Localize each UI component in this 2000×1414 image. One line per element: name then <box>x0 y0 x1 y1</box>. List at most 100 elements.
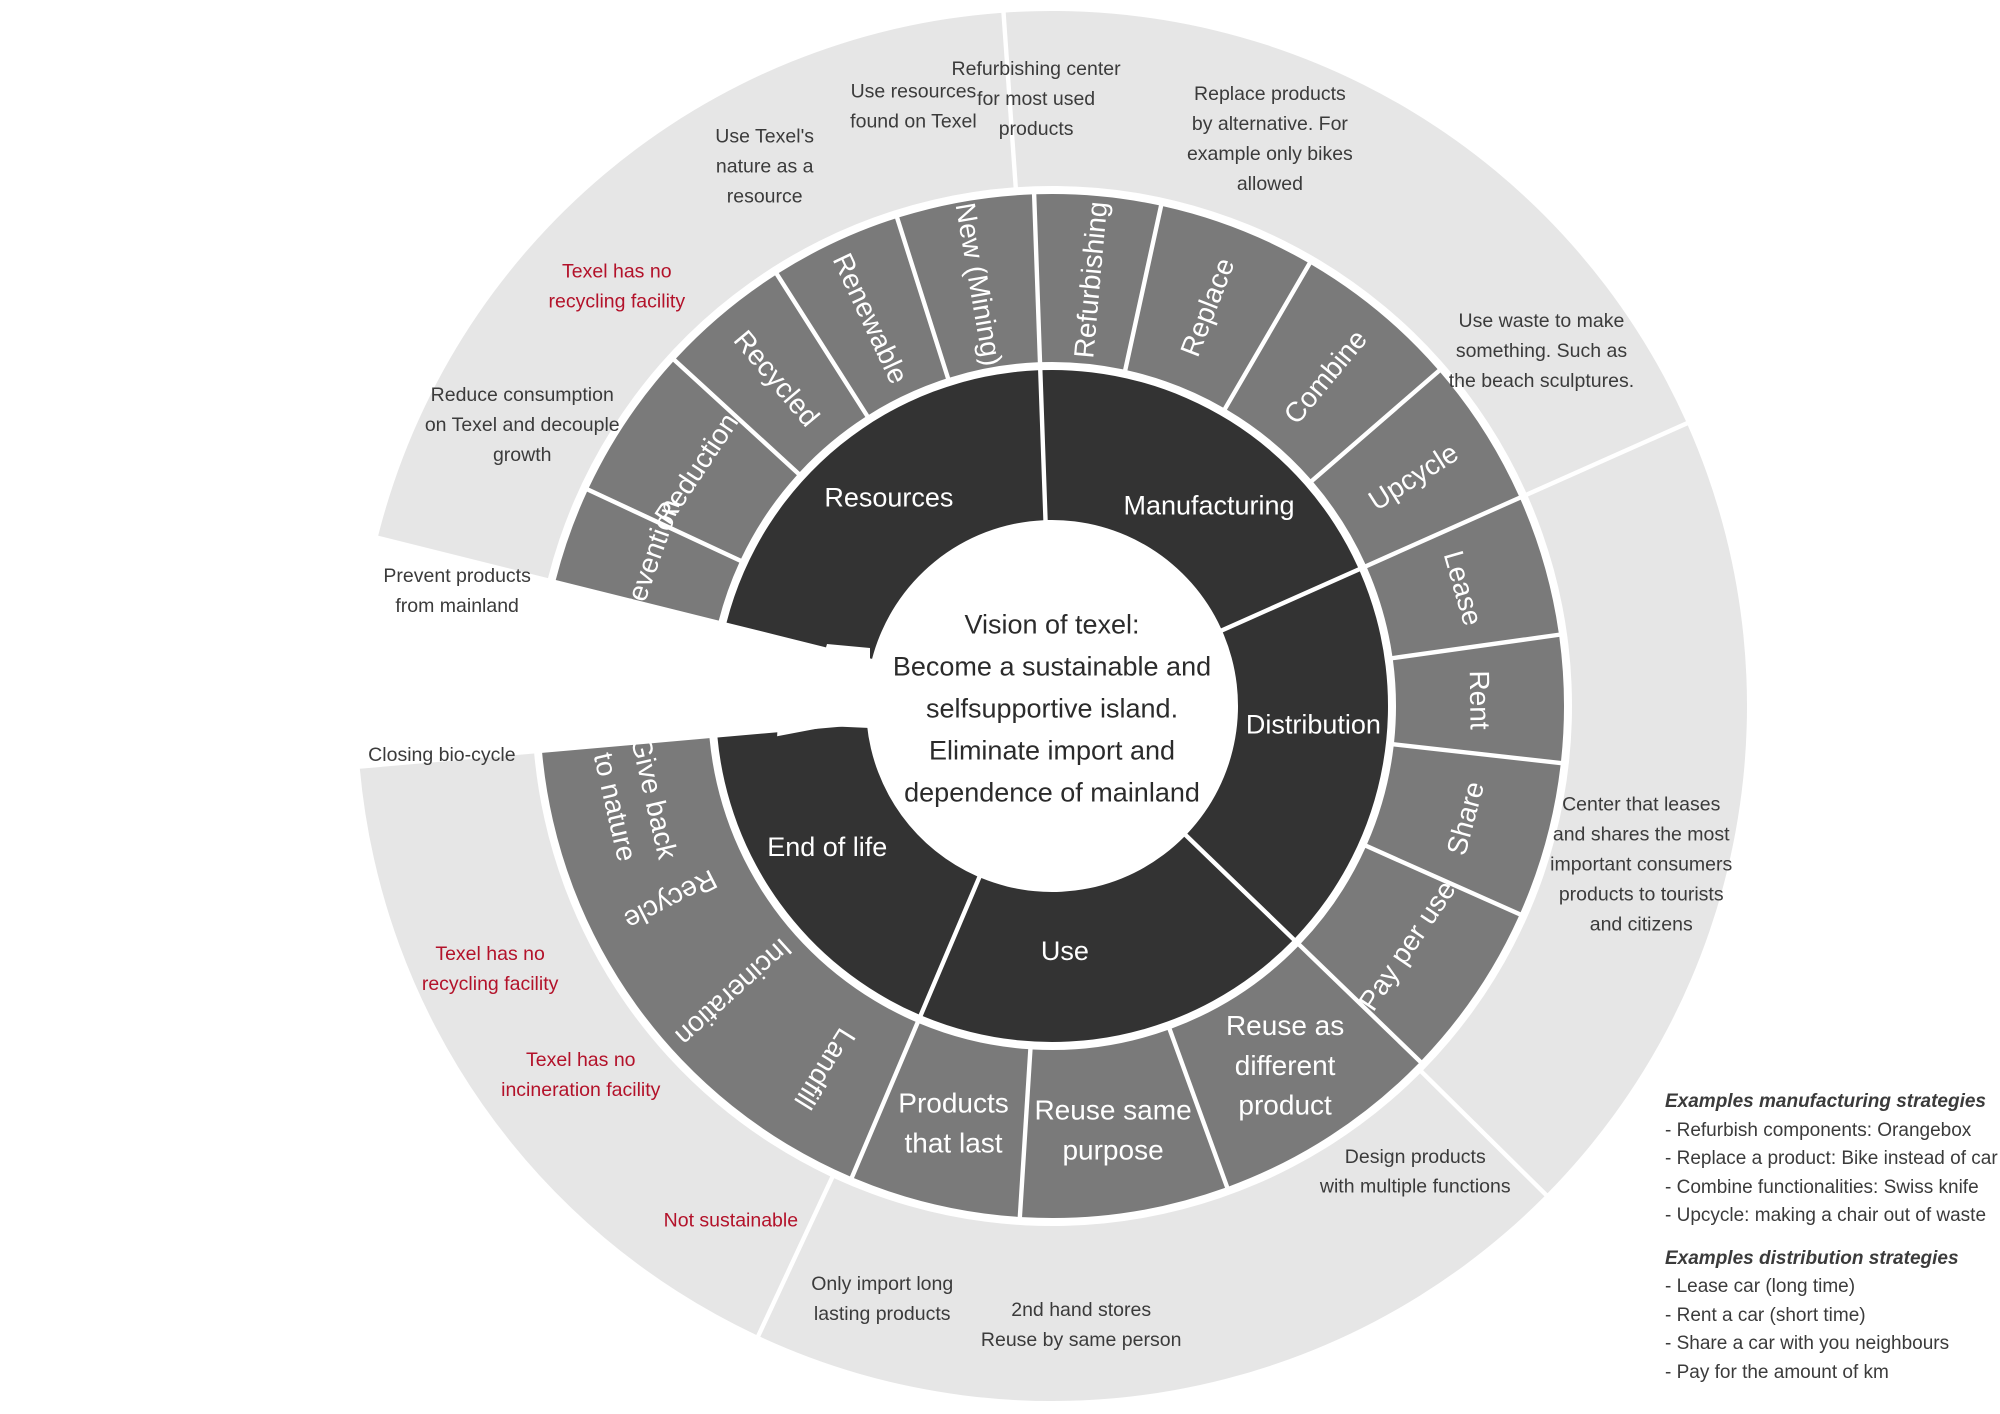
strategy-label-reuse-same-purpose: Reuse same purpose <box>1034 1094 1191 1165</box>
strategy-label-rent: Rent <box>1464 670 1496 730</box>
text-line: Resources <box>824 483 953 513</box>
text-line: that last <box>905 1127 1003 1158</box>
text-line: purpose <box>1062 1134 1163 1165</box>
legend-item: - Lease car (long time) <box>1665 1276 1856 1297</box>
phase-label-manufacturing: Manufacturing <box>1123 491 1294 521</box>
text-line: Only import long <box>811 1273 953 1295</box>
text-line: example only bikes <box>1187 143 1353 165</box>
text-line: Reduce consumption <box>431 384 614 406</box>
phase-label-distribution: Distribution <box>1246 710 1381 740</box>
strategy-segment-use <box>853 1023 1029 1217</box>
strategy-segment-manufacturing <box>1226 264 1438 480</box>
text-line: growth <box>493 444 552 466</box>
text-line: Use Texel's <box>715 125 814 147</box>
strategy-segment-manufacturing <box>1313 372 1519 565</box>
phase-label-distribution-text: Distribution <box>1246 710 1381 740</box>
warning-note-text: Texel has no incineration facility <box>501 1049 661 1101</box>
legend-section-distribution: Examples distribution strategies - Lease… <box>1665 1245 1998 1388</box>
strategy-label-products-that-last: Products that last <box>898 1087 1009 1158</box>
strategy-segment-resources <box>899 194 1038 378</box>
text-line: by alternative. For <box>1192 113 1349 135</box>
strategy-segment-end-of-life <box>542 738 916 1177</box>
phase-segment-end-of-life <box>717 724 978 1015</box>
text-line: Texel has no <box>435 943 545 965</box>
strategy-segment-manufacturing <box>1127 206 1308 408</box>
text-line: recycling facility <box>422 973 559 995</box>
text-line: Eliminate import and <box>929 735 1175 765</box>
text-line: Prevent products <box>383 565 531 587</box>
legend-item: - Upcycle: making a chair out of waste <box>1665 1205 1987 1226</box>
text-line: Closing bio-cycle <box>368 744 515 766</box>
legend-item: - Combine functionalities: Swiss knife <box>1665 1176 1979 1198</box>
text-line: End of life <box>767 832 887 862</box>
text-line: 2nd hand stores <box>1011 1299 1151 1321</box>
text-line: something. Such as <box>1456 340 1628 362</box>
text-line: Not sustainable <box>664 1210 798 1232</box>
text-line: Design products <box>1345 1146 1486 1168</box>
text-line: Distribution <box>1246 710 1381 740</box>
notes-ring <box>359 10 1748 1401</box>
text-line: with multiple functions <box>1319 1176 1511 1198</box>
phase-label-resources-text: Resources <box>824 483 953 513</box>
strategy-segment-resources <box>555 491 740 621</box>
notes-segment-distribution <box>1423 425 1748 1194</box>
strategy-note-text: Prevent products from mainland <box>383 565 531 617</box>
phase-segment-manufacturing <box>1042 370 1359 629</box>
text-line: different <box>1235 1050 1336 1081</box>
warning-note: Not sustainable <box>664 1210 798 1232</box>
text-line: Texel has no <box>562 261 672 283</box>
phase-label-manufacturing-text: Manufacturing <box>1123 491 1294 521</box>
text-line: products to tourists <box>1559 884 1724 906</box>
strategy-segment-resources <box>676 275 866 472</box>
text-line: dependence of mainland <box>904 777 1200 807</box>
strategy-segment-resources <box>588 361 797 559</box>
text-line: incineration facility <box>501 1079 661 1101</box>
phase-label-use: Use <box>1041 936 1089 966</box>
legend-item: - Rent a car (short time) <box>1665 1304 1866 1326</box>
vision-center <box>875 529 1229 883</box>
legend-item: - Replace a product: Bike instead of car <box>1665 1148 1998 1169</box>
strategy-segment-distribution <box>1300 847 1519 1061</box>
text-line: Refurbishing center <box>952 58 1122 80</box>
strategy-note-text: Replace products by alternative. For examp… <box>1187 83 1353 195</box>
text-line: Manufacturing <box>1123 491 1294 521</box>
strategy-note: Use waste to make something. Such as the b… <box>1449 310 1634 392</box>
text-line: Reuse same <box>1034 1094 1191 1125</box>
text-line: Texel has no <box>526 1049 636 1071</box>
legend-section-manufacturing: Examples manufacturing strategies - Refu… <box>1665 1088 1998 1231</box>
text-line: Replace products <box>1194 83 1346 105</box>
text-line: Products <box>898 1087 1009 1118</box>
strategy-note-text: Design products with multiple functions <box>1319 1146 1511 1198</box>
notes-segment-end-of-life <box>359 753 831 1335</box>
text-line: allowed <box>1237 173 1303 195</box>
phase-segment-use <box>922 836 1293 1042</box>
legend-title: Examples manufacturing strategies <box>1665 1091 1986 1112</box>
strategy-note: Prevent products from mainland <box>383 565 531 617</box>
text-line: for most used <box>977 88 1095 110</box>
text-line: Become a sustainable and <box>893 651 1211 681</box>
strategy-note: Closing bio-cycle <box>368 744 515 766</box>
text-line: the beach sculptures. <box>1449 370 1634 392</box>
vision-statement: Vision of texel:Become a sustainable and… <box>893 609 1211 807</box>
text-line: and citizens <box>1590 914 1693 936</box>
text-line: from mainland <box>395 595 519 617</box>
text-line: resource <box>727 185 803 207</box>
examples-legend: Examples manufacturing strategies - Refu… <box>1665 1088 1998 1387</box>
center-notch <box>819 644 870 728</box>
strategy-segment-distribution <box>1367 499 1559 656</box>
legend-spacer <box>1665 1231 1998 1245</box>
text-line: Use waste to make <box>1459 310 1625 332</box>
strategy-segment-use <box>1171 946 1419 1187</box>
warning-note: Texel has no recycling facility <box>422 943 559 995</box>
strategy-segment-resources <box>778 218 946 415</box>
